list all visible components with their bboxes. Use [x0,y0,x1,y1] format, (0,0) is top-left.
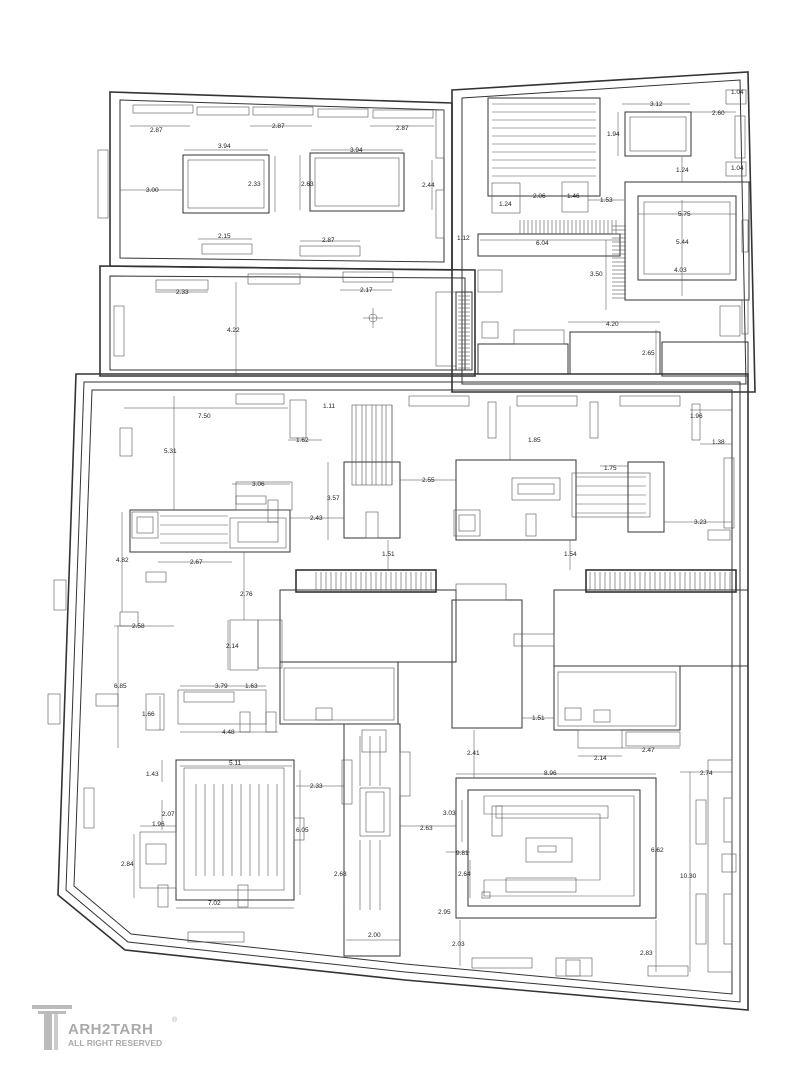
dim-label: 5.31 [164,448,177,455]
dim-label: 4.20 [606,321,619,328]
dim-label: 1.85 [528,437,541,444]
dim-label: 2.74 [700,770,713,777]
top-right-furniture [455,89,750,377]
dim-label: 3.00 [146,187,159,194]
dim-label: 2.64 [458,871,471,878]
dim-label: 1.53 [600,197,613,204]
dim-label: 4.22 [227,327,240,334]
dim-label: 2.87 [396,125,409,132]
pillar-icon [32,1005,72,1050]
dim-label: 6.04 [536,240,549,247]
dim-label: 3.12 [650,101,663,108]
dim-label: 2.63 [301,181,314,188]
dim-label: 7.50 [198,413,211,420]
dim-label: 5.44 [676,239,689,246]
dim-label: 1.62 [296,437,309,444]
dim-label: 2.06 [533,193,546,200]
dim-label: 2.03 [452,941,465,948]
dimension-labels: 2.87 2.87 2.87 3.94 3.94 3.00 2.33 2.63 … [114,89,744,957]
crosshair-icon [363,308,383,328]
dim-label: 1.46 [567,193,580,200]
logo-registered-mark: ® [172,1016,178,1024]
logo: ARH2TARH ® ALL RIGHT RESERVED [32,1005,178,1050]
dim-label: 1.04 [731,165,744,172]
dim-label: 2.87 [322,237,335,244]
dim-label: 6.85 [114,683,127,690]
dim-label: 1.38 [712,439,725,446]
dim-label: 1.24 [499,201,512,208]
dim-label: 2.87 [272,123,285,130]
logo-tagline: ALL RIGHT RESERVED [68,1038,162,1048]
dim-label: 2.33 [248,181,261,188]
dim-label: 2.67 [190,559,203,566]
dim-label: 3.03 [443,810,456,817]
dim-label: 1.04 [731,89,744,96]
logo-name: ARH2TARH [68,1021,153,1038]
dim-label: 2.15 [218,233,231,240]
outer-walls [57,71,756,1011]
dim-label: 1.66 [142,711,155,718]
dim-label: 1.54 [564,551,577,558]
dim-label: 2.43 [310,515,323,522]
dim-label: 2.55 [422,477,435,484]
top-left-furniture [97,104,457,367]
dim-label: 2.47 [642,747,655,754]
dim-label: 5.75 [678,211,691,218]
dim-label: 1.94 [607,131,620,138]
dim-label: 1.12 [457,235,470,242]
dim-label: 6.62 [651,847,664,854]
dim-label: 3.57 [327,495,340,502]
dim-label: 2.63 [420,825,433,832]
dim-label: 2.95 [438,909,451,916]
dim-label: 2.60 [712,110,725,117]
dim-label: 3.50 [590,271,603,278]
dim-label: 2.68 [334,871,347,878]
dim-label: 1.63 [245,683,258,690]
dim-label: 2.00 [368,932,381,939]
dim-label: 4.48 [222,729,235,736]
dim-label: 2.14 [226,643,239,650]
dim-label: 3.94 [350,147,363,154]
dim-label: 9.81 [456,850,469,857]
dim-label: 2.87 [150,127,163,134]
dim-label: 1.96 [152,821,165,828]
dim-label: 1.51 [382,551,395,558]
dim-label: 1.51 [532,715,545,722]
dim-label: 2.33 [310,783,323,790]
dim-label: 3.94 [218,143,231,150]
dim-label: 1.96 [690,413,703,420]
dim-label: 2.83 [640,950,653,957]
dim-label: 10.30 [680,873,697,880]
dim-label: 8.96 [544,770,557,777]
dim-label: 3.06 [252,481,265,488]
dim-label: 6.05 [296,827,309,834]
dim-label: 2.65 [642,350,655,357]
dim-label: 2.44 [422,182,435,189]
dim-label: 7.02 [208,900,221,907]
dim-label: 1.24 [676,167,689,174]
dim-label: 1.75 [604,465,617,472]
dim-label: 2.07 [162,811,175,818]
dim-label: 2.33 [176,289,189,296]
dimension-lines [114,103,736,972]
dim-label: 5.11 [229,760,242,767]
main-furniture [47,393,749,977]
dim-label: 4.03 [674,267,687,274]
dim-label: 2.84 [121,861,134,868]
dim-label: 1.43 [146,771,159,778]
dim-label: 1.11 [323,403,336,410]
dim-label: 3.79 [215,683,228,690]
dim-label: 2.17 [360,287,373,294]
dim-label: 4.82 [116,557,129,564]
dim-label: 2.76 [240,591,253,598]
dim-label: 2.58 [132,623,145,630]
dim-label: 2.41 [467,750,480,757]
dim-label: 3.23 [694,519,707,526]
dim-label: 2.14 [594,755,607,762]
